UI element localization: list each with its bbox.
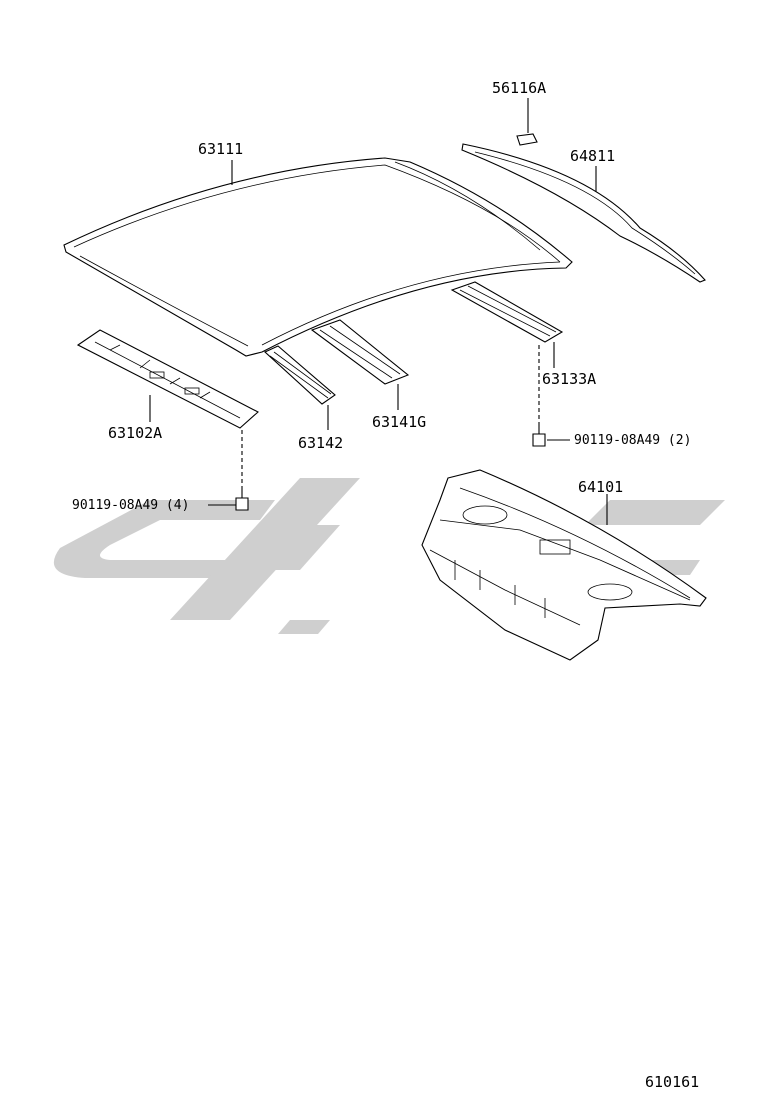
label-roof-bow-front: 63133A (542, 370, 596, 388)
leader-lines (149, 98, 608, 525)
stopper-drawing (516, 133, 538, 146)
drawing-number: 610161 (645, 1073, 699, 1091)
bolt-right-drawing (532, 424, 546, 447)
label-roof-bow-center: 63141G (372, 413, 426, 431)
roof-bow-front-drawing (450, 281, 564, 343)
roof-bow-center-drawing (310, 319, 410, 385)
label-stopper: 56116A (492, 79, 546, 97)
roof-bow-rear-drawing (264, 345, 336, 405)
roof-panel-drawing (63, 157, 573, 357)
part-labels: 63111 56116A 64811 63102A 63142 63141G 6… (72, 79, 699, 1091)
label-roof-panel: 63111 (198, 140, 243, 158)
label-bolt-left: 90119-08A49 (4) (72, 498, 189, 513)
front-header-panel-drawing (76, 329, 259, 429)
package-tray-panel-drawing (421, 469, 707, 661)
label-roof-bow-rear: 63142 (298, 434, 343, 452)
label-back-window-glass: 64811 (570, 147, 615, 165)
label-front-header-panel: 63102A (108, 424, 162, 442)
watermark-logo (53, 478, 725, 634)
back-window-glass-drawing (461, 143, 706, 283)
bolt-left-drawing (235, 488, 249, 511)
label-package-tray-panel: 64101 (578, 478, 623, 496)
label-bolt-right: 90119-08A49 (2) (574, 433, 691, 448)
